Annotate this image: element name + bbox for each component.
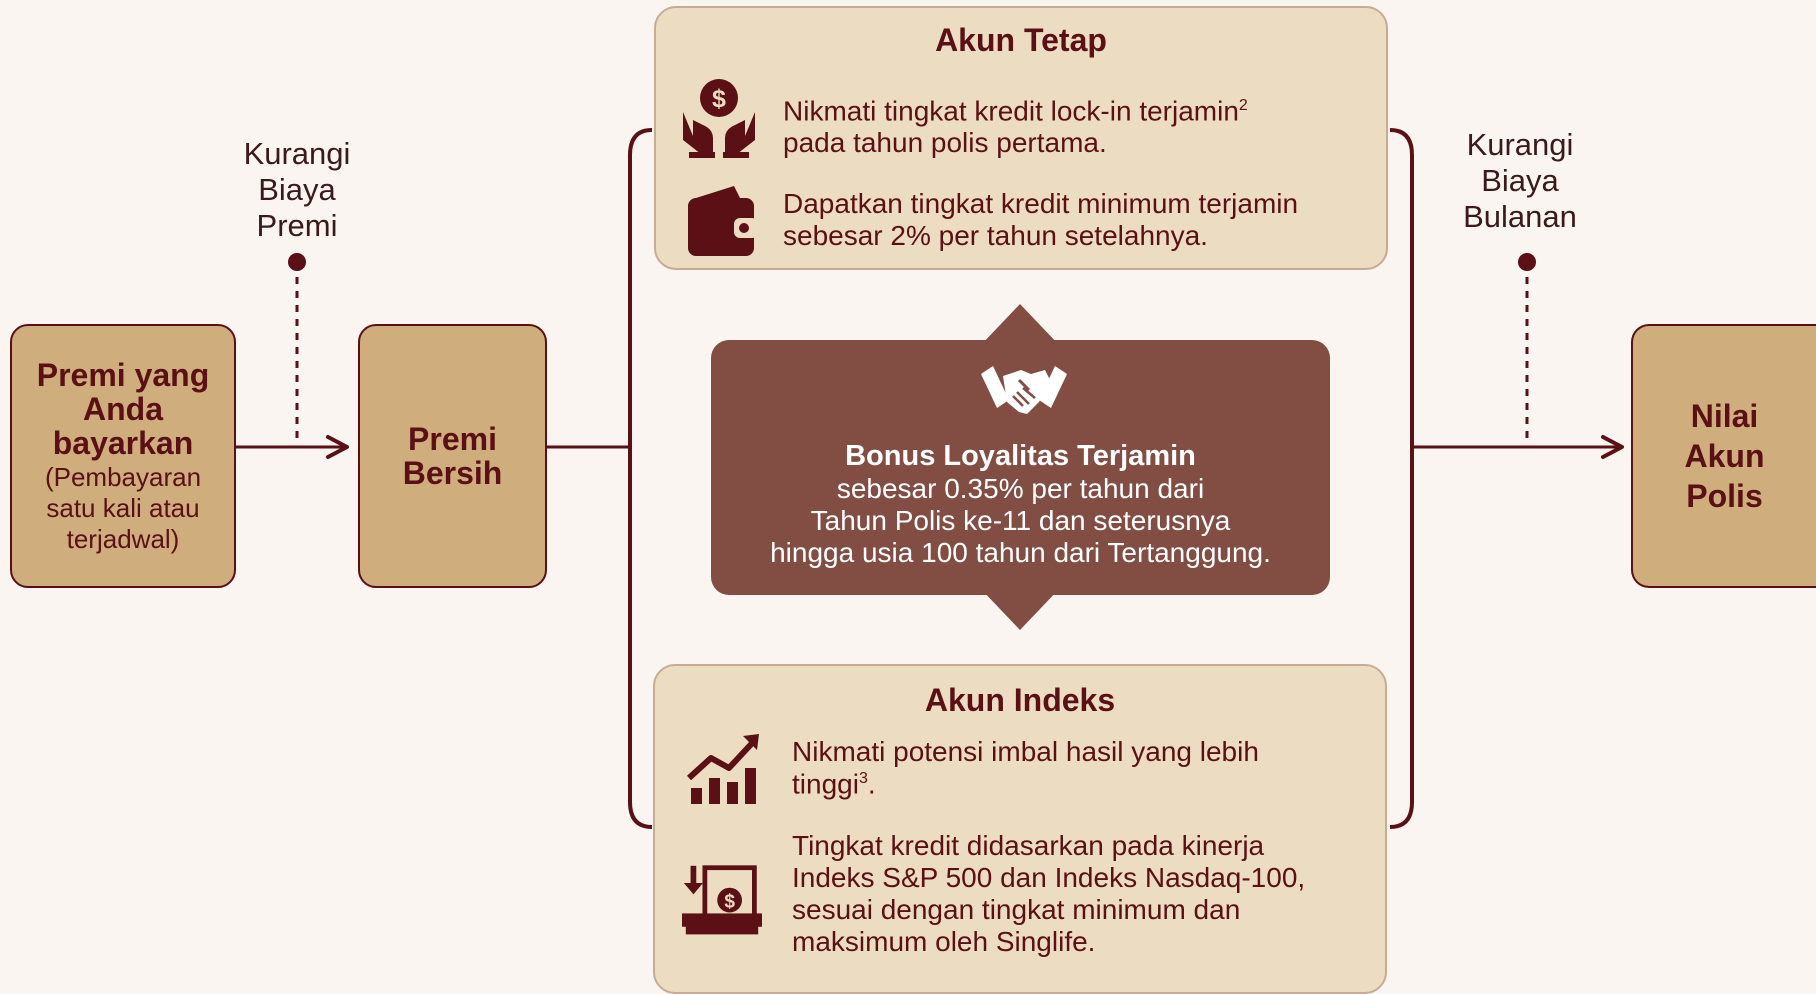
handshake-icon	[981, 366, 1067, 414]
index-feature-1-line1: Nikmati potensi imbal hasil yang lebih	[792, 736, 1259, 767]
fixed-feature-1-text: Nikmati tingkat kredit lock-in terjamin2…	[783, 90, 1248, 159]
svg-text:$: $	[712, 85, 726, 113]
fixed-feature-1-line2: pada tahun polis pertama.	[783, 127, 1107, 159]
loyalty-line-1: sebesar 0.35% per tahun dari	[836, 473, 1205, 504]
fixed-account-panel: Akun Tetap $ Nikmati tingkat kredit lock…	[654, 6, 1388, 270]
wallet-icon	[688, 186, 758, 256]
premium-paid-subtitle: (Pembayaran satu kali atau terjadwal)	[44, 461, 202, 554]
money-deposit-icon: $	[682, 865, 762, 935]
fixed-feature-2-text: Dapatkan tingkat kredit minimum terjamin…	[783, 188, 1298, 252]
loyalty-bonus-box: Bonus Loyalitas Terjamin sebesar 0.35% p…	[711, 340, 1330, 595]
index-account-title: Akun Indeks	[924, 682, 1116, 718]
loyalty-bottom-tip	[980, 588, 1060, 630]
fixed-feature-2-line1: Dapatkan tingkat kredit minimum terjamin	[783, 188, 1299, 219]
hands-money-icon: $	[683, 79, 755, 158]
growth-chart-icon	[686, 734, 759, 804]
fixed-account-title: Akun Tetap	[935, 22, 1107, 58]
deduct-premium-charge-label: Kurangi Biaya Premi	[243, 136, 351, 243]
loyalty-top-tip	[980, 304, 1060, 346]
svg-text:$: $	[724, 892, 735, 913]
index-feature-2-line3: sesuai dengan tingkat minimum dan	[792, 894, 1241, 925]
policy-value-title: Nilai Akun Polis	[1684, 398, 1765, 514]
fixed-feature-1-sup: 2	[1238, 97, 1248, 114]
premium-paid-box: Premi yang Anda bayarkan (Pembayaran sat…	[10, 324, 236, 588]
policy-value-box: Nilai Akun Polis	[1631, 324, 1816, 588]
index-feature-2-text: Tingkat kredit didasarkan pada kinerja I…	[792, 830, 1305, 958]
index-feature-1-text: Nikmati potensi imbal hasil yang lebih t…	[792, 736, 1259, 800]
index-feature-2-line4: maksimum oleh Singlife.	[792, 926, 1096, 957]
index-feature-1-line2: tinggi	[792, 768, 859, 800]
index-feature-1-sup: 3	[858, 770, 868, 787]
loyalty-line-2: Tahun Polis ke-11 dan seterusnya	[810, 505, 1231, 536]
loyalty-line-3: hingga usia 100 tahun dari Tertanggung.	[770, 537, 1271, 568]
premium-paid-title: Premi yang Anda bayarkan	[36, 356, 210, 461]
fixed-feature-1-line1: Nikmati tingkat kredit lock-in terjamin	[783, 95, 1239, 127]
loyalty-title: Bonus Loyalitas Terjamin	[845, 440, 1196, 472]
index-account-panel: Akun Indeks Nikmati potensi imbal hasil …	[653, 664, 1387, 994]
net-premium-title: Premi Bersih	[402, 421, 503, 491]
index-feature-1-suffix: .	[867, 768, 876, 800]
fixed-feature-2-line2: sebesar 2% per tahun setelahnya.	[783, 220, 1208, 251]
deduct-monthly-charge-label: Kurangi Biaya Bulanan	[1463, 127, 1577, 234]
net-premium-box: Premi Bersih	[358, 324, 547, 588]
index-feature-2-line1: Tingkat kredit didasarkan pada kinerja	[792, 830, 1265, 861]
index-feature-2-line2: Indeks S&P 500 dan Indeks Nasdaq-100,	[792, 862, 1306, 893]
